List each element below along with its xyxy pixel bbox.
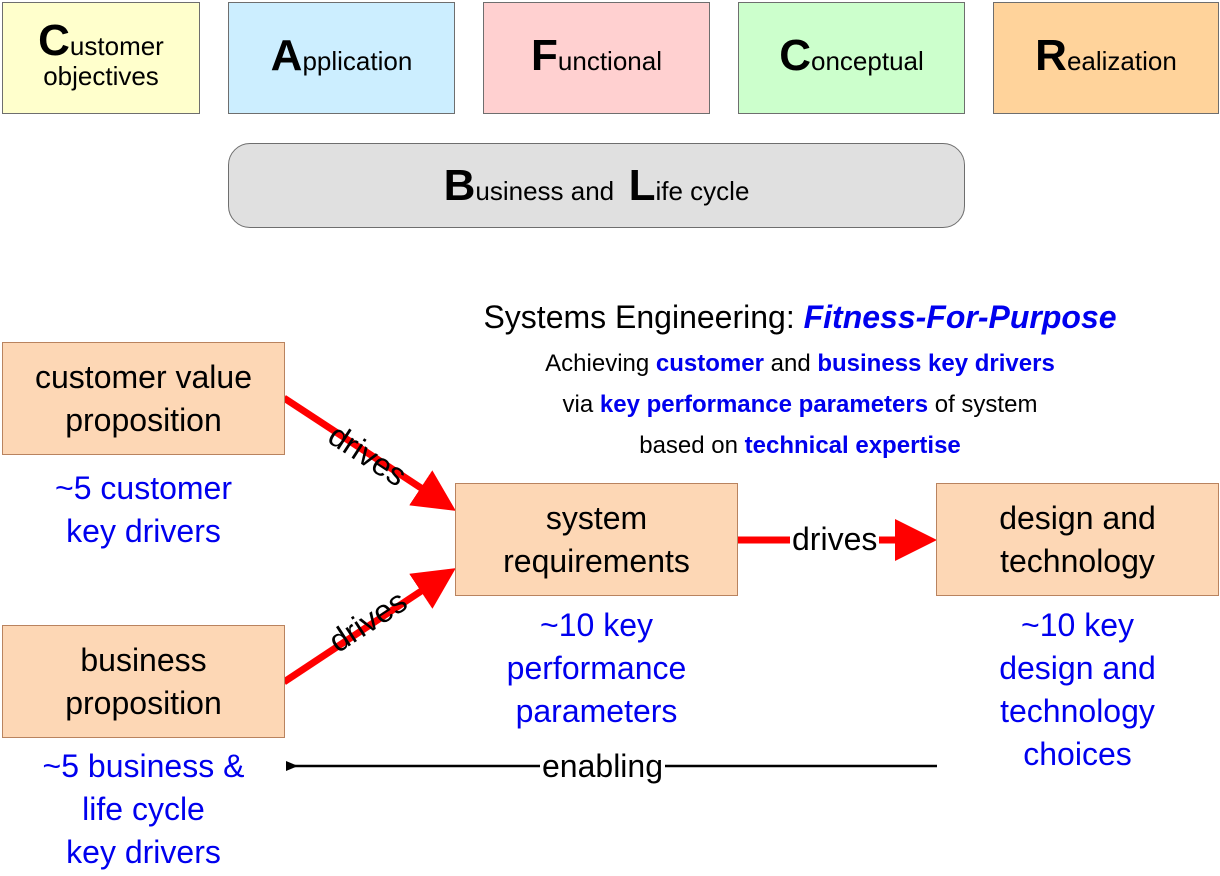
sub3-b: technical expertise [744,432,961,459]
subtitle-line-3: based on technical expertise [380,431,1220,461]
sub1-c: and [770,350,811,377]
node-label: technology [1000,542,1155,579]
business-proposition-node: business proposition [2,625,285,738]
realization-initial: R [1035,30,1067,80]
node-label: customer value [35,358,252,395]
sub2-b: key performance parameters [599,391,929,418]
functional-rest: unctional [557,45,662,76]
note-line: life cycle [82,791,205,827]
node-label: business [80,641,207,678]
note-line: key drivers [66,834,221,870]
note-line: technology [1000,693,1155,729]
node-label: requirements [503,542,690,579]
sub1-d: business key drivers [817,350,1055,377]
note-line: design and [999,650,1156,686]
lifecycle-rest: ife cycle [655,175,750,206]
sub1-a: Achieving [545,350,650,377]
business-rest: usiness and [475,175,615,206]
business-key-drivers-note: ~5 business & life cycle key drivers [2,745,285,874]
node-label: design and [999,499,1156,536]
node-label: proposition [65,401,222,438]
functional-box: Functional [483,2,710,114]
diagram-title: Systems Engineering: Fitness-For-Purpose [380,296,1220,338]
subtitle-line-1: Achieving customer and business key driv… [380,349,1220,379]
enabling-label: enabling [540,748,665,784]
application-initial: A [270,30,303,80]
note-line: ~10 key [540,607,653,643]
functional-initial: F [531,30,558,80]
note-line: ~5 customer [55,470,232,506]
conceptual-rest: onceptual [811,45,924,76]
drives-arrow-bottom [282,568,456,685]
customer-value-proposition-node: customer value proposition [2,342,285,455]
customer-rest: ustomer [69,30,164,61]
customer-objectives-box: Customer objectives [2,2,200,114]
sub2-c: of system [934,391,1038,418]
node-label: system [545,499,648,536]
business-initial: B [443,160,476,210]
note-line: choices [1023,736,1132,772]
application-box: Application [228,2,455,114]
realization-box: Realization [993,2,1219,114]
design-choices-note: ~10 key design and technology choices [936,604,1219,776]
sub1-b: customer [655,350,764,377]
note-line: parameters [515,693,678,729]
note-line: ~5 business & [42,748,245,784]
node-label: proposition [65,684,222,721]
design-technology-node: design and technology [936,483,1219,596]
sub3-a: based on [639,432,738,459]
lifecycle-initial: L [628,160,656,210]
customer-key-drivers-note: ~5 customer key drivers [2,467,285,553]
drives-label-right: drives [790,521,880,557]
conceptual-initial: C [779,30,811,80]
sub2-a: via [562,391,594,418]
customer-initial: C [38,15,70,65]
system-requirements-node: system requirements [455,483,738,596]
application-rest: pplication [302,45,413,76]
realization-rest: ealization [1066,45,1177,76]
note-line: ~10 key [1021,607,1134,643]
customer-line2: objectives [43,60,159,91]
business-lifecycle-box: Business and Life cycle [228,143,965,228]
note-line: performance [506,650,687,686]
conceptual-box: Conceptual [738,2,965,114]
subtitle-line-2: via key performance parameters of system [380,390,1220,420]
title-prefix: Systems Engineering: [483,299,795,335]
performance-parameters-note: ~10 key performance parameters [455,604,738,733]
title-emphasis: Fitness-For-Purpose [803,299,1117,335]
drives-arrow-top [282,395,456,511]
note-line: key drivers [66,513,221,549]
